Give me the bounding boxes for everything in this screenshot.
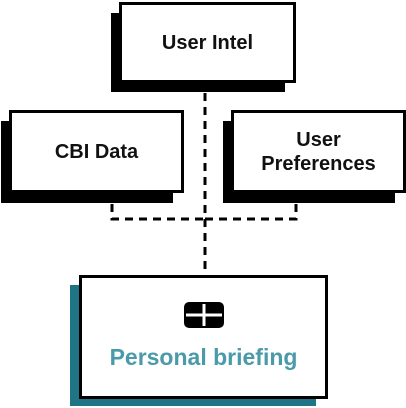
node-cbi-data: CBI Data [1,110,184,203]
node-box: CBI Data [9,110,184,193]
node-box: Personal briefing [79,275,328,399]
edge-cbi-data-to-briefing [110,204,205,221]
node-box: User Intel [119,2,296,83]
node-label-personal-briefing: Personal briefing [109,344,298,370]
node-user-preferences: User Preferences [223,110,406,203]
card-icon [183,302,224,328]
node-personal-briefing: Personal briefing [70,275,328,406]
node-user-intel: User Intel [111,2,296,92]
node-label-user-preferences: User Preferences [261,128,376,175]
node-box: User Preferences [231,110,406,193]
node-label-user-intel: User Intel [161,31,254,54]
node-label-cbi-data: CBI Data [54,140,139,163]
edge-user-preferences-to-briefing [205,204,298,221]
